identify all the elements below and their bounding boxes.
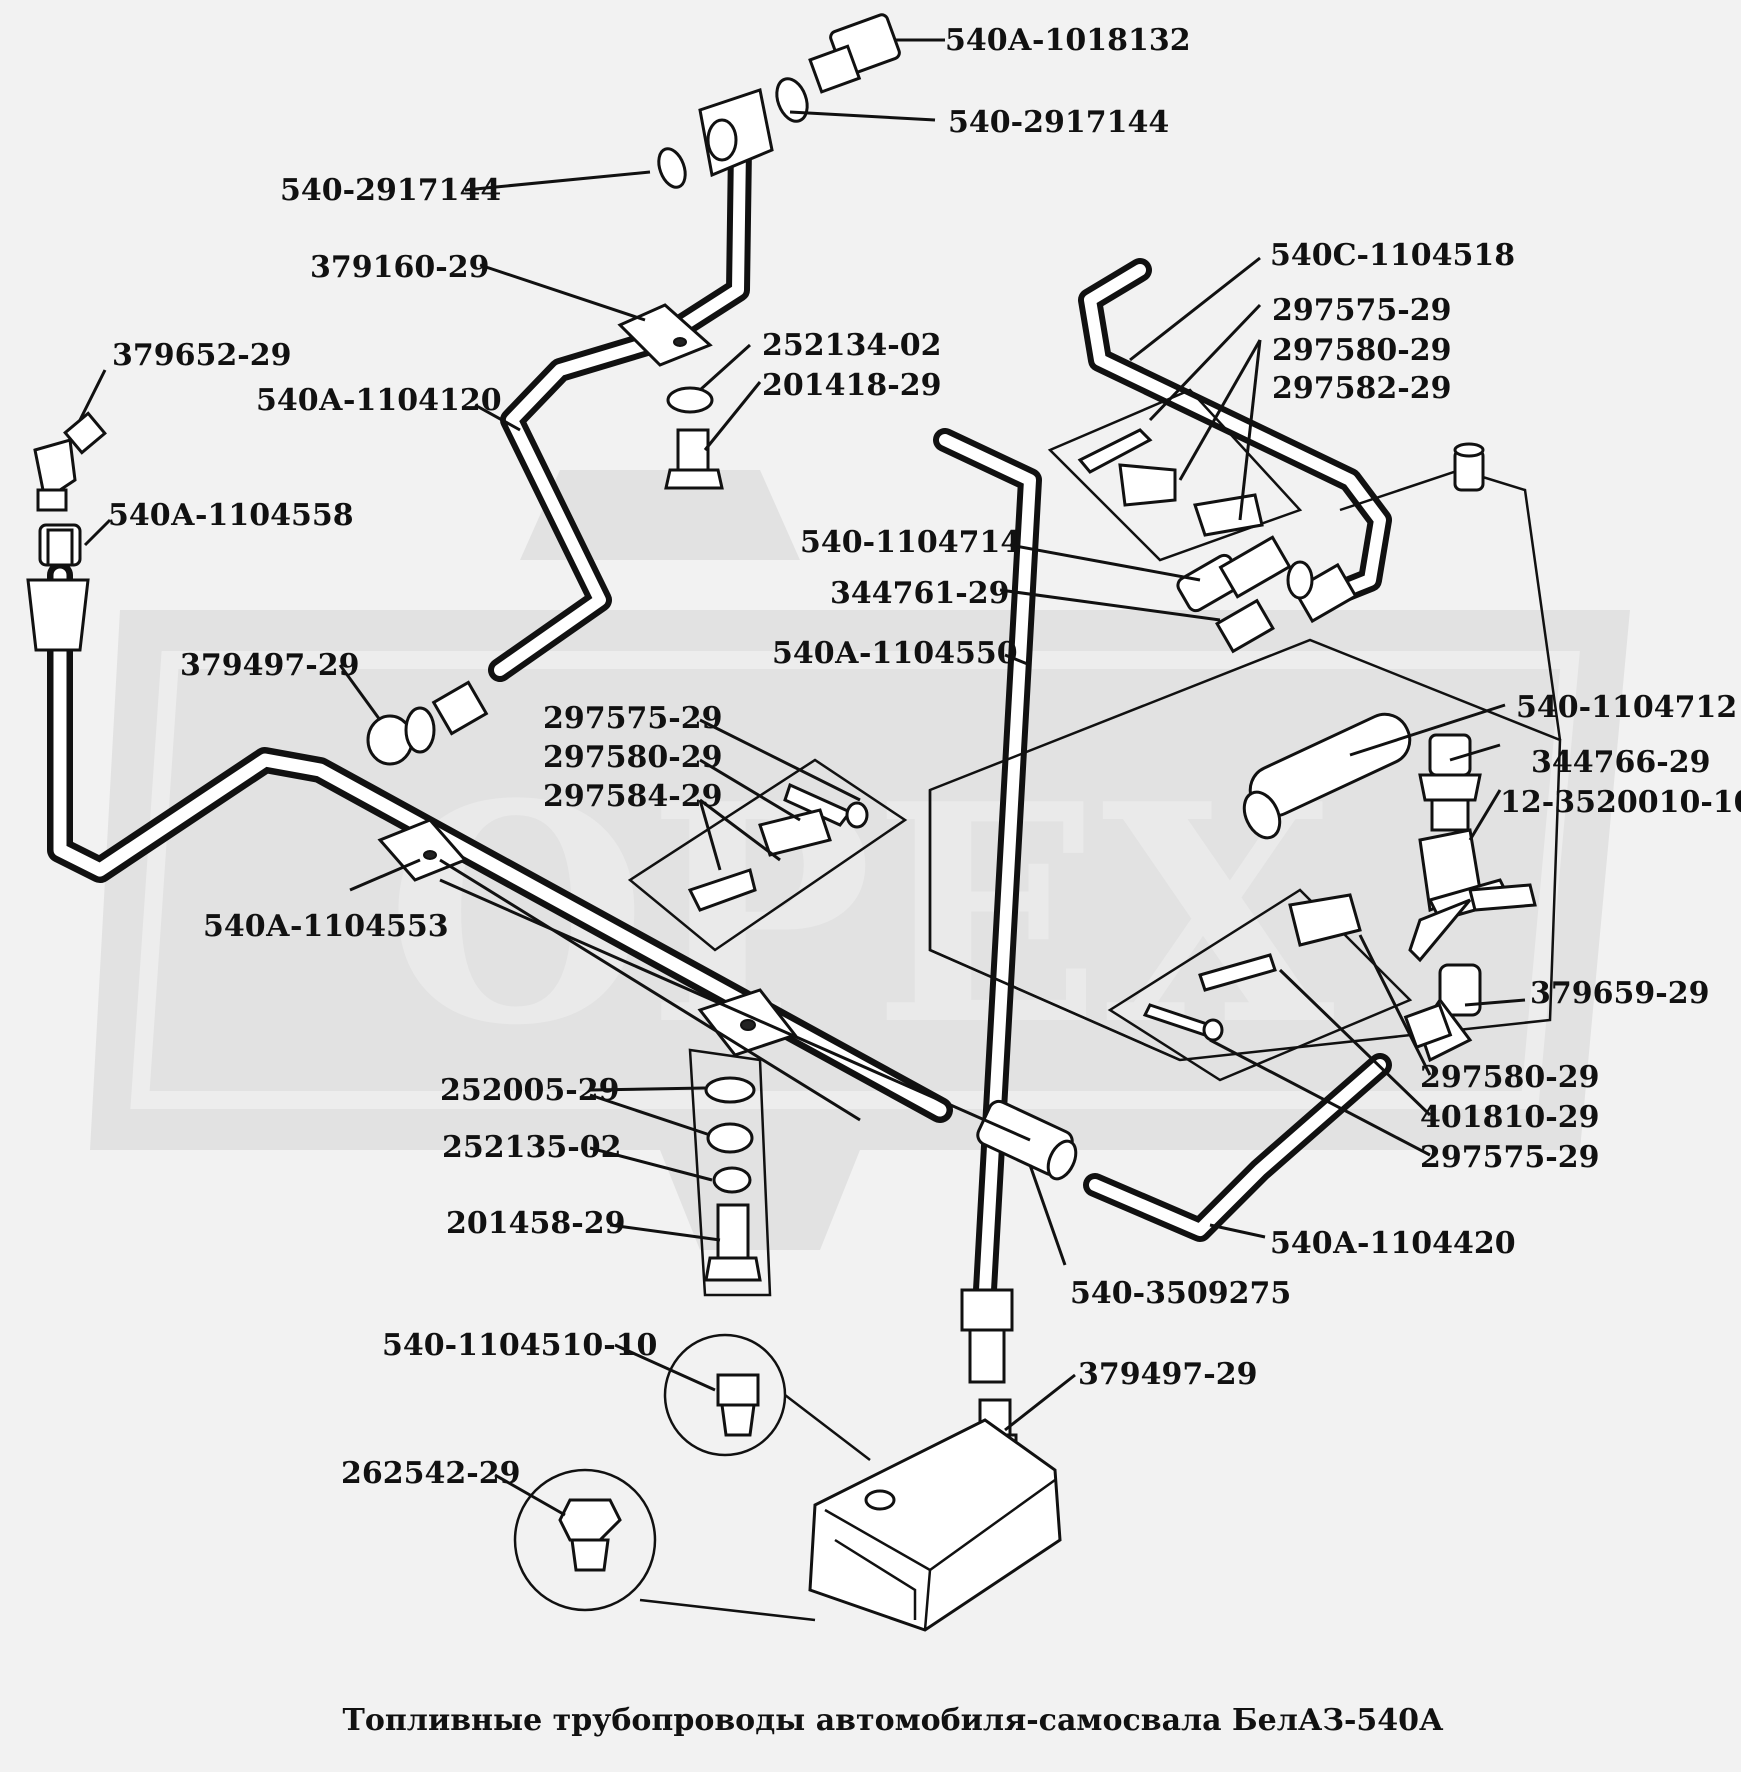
diagram-caption: Топливные трубопроводы автомобиля-самосв…	[343, 1703, 1445, 1738]
label-297575-29-top: 297575-29	[1272, 293, 1451, 328]
label-297584-29: 297584-29	[543, 779, 722, 814]
label-297580-29-mid: 297580-29	[543, 740, 722, 775]
label-297582-29: 297582-29	[1272, 371, 1451, 406]
leader-lines	[78, 38, 1526, 1517]
label-297575-29-mid: 297575-29	[543, 701, 722, 736]
label-540C-1104518: 540С-1104518	[1270, 238, 1515, 273]
label-201418-29: 201418-29	[762, 368, 941, 403]
label-379497-29-bot: 379497-29	[1078, 1357, 1257, 1392]
hose-540-1104712	[1242, 712, 1412, 840]
hose-540A-1104558	[26, 523, 90, 652]
label-540A-1104420: 540А-1104420	[1270, 1226, 1516, 1261]
label-379652-29: 379652-29	[112, 338, 291, 373]
detail-circles-bottom	[513, 1333, 871, 1622]
elbow-fitting-right	[1403, 963, 1482, 1063]
banjo-fitting	[657, 13, 901, 189]
filter-housing	[808, 1418, 1062, 1632]
tank-cap	[1453, 442, 1485, 492]
pipe-540A-1104120	[488, 136, 752, 682]
label-540-1104510-10: 540-1104510-10	[382, 1328, 657, 1363]
label-262542-29: 262542-29	[341, 1456, 520, 1491]
part-labels: 540А-1018132 540-2917144 540-2917144 379…	[108, 23, 1741, 1491]
washers-bolt-bottom	[688, 1048, 772, 1297]
label-540-2917144-a: 540-2917144	[948, 105, 1169, 140]
label-540-2917144-b: 540-2917144	[280, 173, 501, 208]
label-252005-29: 252005-29	[440, 1073, 619, 1108]
washer-bolt-top	[664, 386, 724, 490]
label-379160-29: 379160-29	[310, 250, 489, 285]
pipe-540A-1104420	[1083, 1053, 1392, 1242]
label-297580-29-top: 297580-29	[1272, 333, 1451, 368]
watermark-text: OPEX	[386, 738, 1336, 1091]
label-344761-29: 344761-29	[830, 576, 1009, 611]
elbow-fitting-left	[33, 411, 107, 512]
label-540A-1018132: 540А-1018132	[945, 23, 1191, 58]
label-252134-02: 252134-02	[762, 328, 941, 363]
label-201458-29: 201458-29	[446, 1206, 625, 1241]
label-540-1104712: 540-1104712	[1516, 690, 1737, 725]
label-252135-02: 252135-02	[442, 1130, 621, 1165]
small-clip-group-middle	[627, 758, 908, 952]
label-297580-29-bot: 297580-29	[1420, 1060, 1599, 1095]
label-540A-1104120: 540А-1104120	[256, 383, 502, 418]
label-540A-1104553: 540А-1104553	[203, 909, 449, 944]
union-379497-top	[366, 680, 489, 766]
watermark: OPEX	[90, 470, 1630, 1250]
tank-outline	[928, 468, 1562, 1062]
small-clip-group-top	[1047, 388, 1303, 562]
small-clip-group-lower-right	[1107, 888, 1413, 1082]
label-540-3509275: 540-3509275	[1070, 1276, 1291, 1311]
pipe-540A-1104550	[933, 428, 1042, 1302]
pipe-540C-1104518	[1078, 258, 1392, 612]
label-379659-29: 379659-29	[1530, 976, 1709, 1011]
fittings-right-cluster	[1176, 535, 1358, 654]
valve-12-3520010-10	[1408, 828, 1537, 963]
label-401810-29: 401810-29	[1420, 1100, 1599, 1135]
sensor-344766	[1418, 733, 1482, 832]
label-540-1104714: 540-1104714	[800, 525, 1021, 560]
label-379497-29-top: 379497-29	[180, 648, 359, 683]
label-297575-29-bot: 297575-29	[1420, 1140, 1599, 1175]
label-12-3520010-10: 12-3520010-10	[1500, 785, 1741, 820]
label-344766-29: 344766-29	[1531, 745, 1710, 780]
label-540A-1104550: 540А-1104550	[772, 636, 1018, 671]
label-540A-1104558: 540А-1104558	[108, 498, 354, 533]
